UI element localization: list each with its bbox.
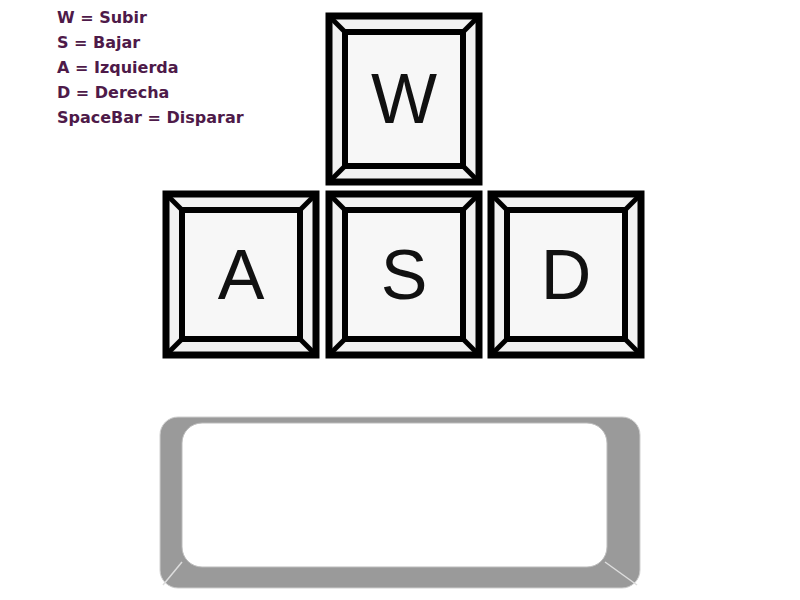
key-border — [166, 194, 316, 355]
key-border — [329, 194, 479, 355]
key-face — [182, 210, 300, 339]
bevel-line — [605, 562, 637, 585]
key-face-area: S — [349, 214, 459, 335]
key-letter: D — [541, 240, 592, 310]
key-face-area: A — [186, 214, 296, 335]
control-note: W = Subir — [57, 8, 147, 27]
key-face — [507, 210, 625, 339]
key-face-area: W — [349, 36, 459, 162]
keyboard-key: A — [162, 190, 320, 359]
control-note: S = Bajar — [57, 33, 140, 52]
keyboard-key: D — [487, 190, 645, 359]
control-note: SpaceBar = Disparar — [57, 108, 244, 127]
control-note: A = Izquierda — [57, 58, 179, 77]
key-letter: W — [371, 64, 437, 134]
spacebar-frame — [160, 417, 640, 588]
spacebar-face — [182, 423, 607, 567]
key-face — [345, 32, 463, 166]
keyboard-key: S — [325, 190, 483, 359]
control-note: D = Derecha — [57, 83, 169, 102]
keyboard-key: W — [325, 12, 483, 186]
key-letter: A — [218, 240, 265, 310]
key-border — [491, 194, 641, 355]
key-face-area: D — [511, 214, 621, 335]
key-letter: S — [381, 240, 428, 310]
bevel-line — [163, 562, 182, 585]
key-border — [329, 16, 479, 182]
key-face — [345, 210, 463, 339]
